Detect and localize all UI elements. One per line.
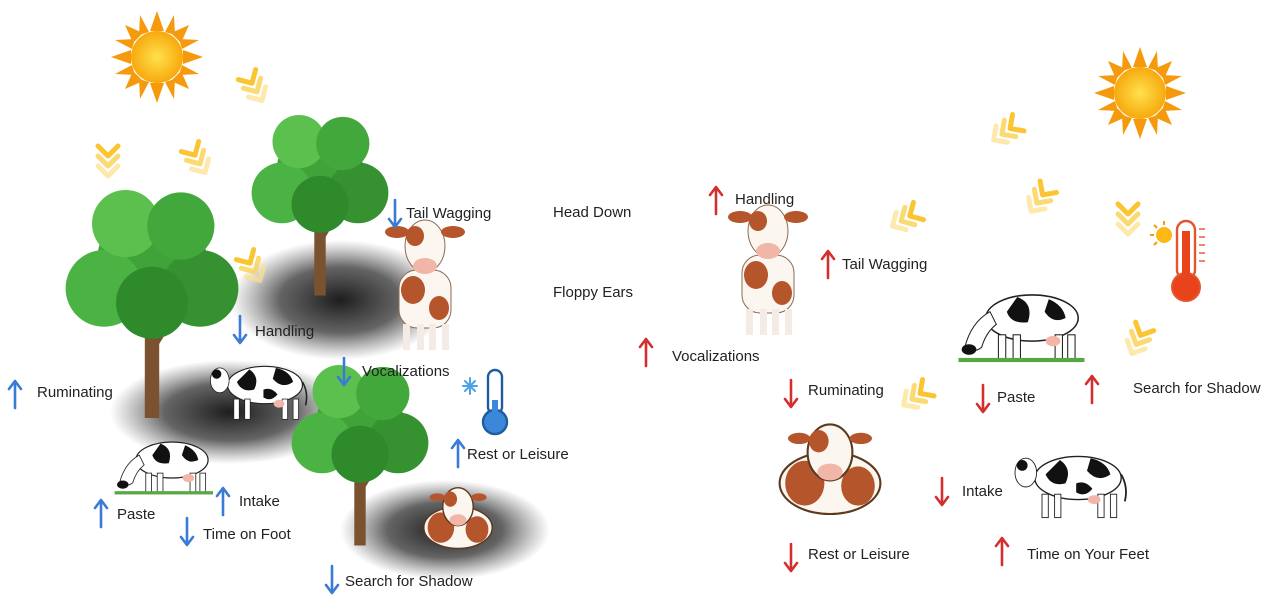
- sun-icon: [111, 11, 203, 103]
- arrow-up-icon: [638, 337, 654, 368]
- label-intake-right: Intake: [962, 483, 1003, 500]
- arrow-up-icon: [994, 536, 1010, 567]
- chevron-down-icon: [1123, 322, 1154, 358]
- label-paste-right: Paste: [997, 389, 1036, 406]
- arrow-down-icon: [387, 198, 403, 229]
- label-search-for-shadow-right: Search for Shadow: [1133, 380, 1261, 397]
- thermometer-snowflake-icon: [462, 368, 509, 436]
- chevron-down-icon: [238, 70, 270, 106]
- label-paste-left: Paste: [117, 506, 156, 523]
- label-time-on-foot-left: Time on Foot: [203, 526, 291, 543]
- cow-icon: [957, 294, 1086, 363]
- chevron-down-icon: [887, 202, 923, 234]
- label-rest-or-leisure-right: Rest or Leisure: [808, 546, 910, 563]
- chevron-down-icon: [98, 146, 118, 176]
- label-handling-left: Handling: [255, 323, 315, 340]
- label-search-for-shadow-left: Search for Shadow: [345, 573, 473, 590]
- sun-icon: [1094, 47, 1186, 139]
- arrow-up-icon: [215, 486, 231, 517]
- cow-icon: [778, 423, 882, 516]
- label-tail-wagging-right: Tail Wagging: [842, 256, 928, 273]
- label-handling-right: Handling: [735, 191, 795, 208]
- arrow-up-icon: [450, 438, 466, 469]
- arrow-up-icon: [820, 249, 836, 280]
- arrow-up-icon: [1084, 374, 1100, 405]
- arrow-down-icon: [179, 516, 195, 547]
- chevron-down-icon: [1023, 181, 1057, 217]
- arrow-down-icon: [934, 476, 950, 507]
- thermometer-sun-icon: [1150, 219, 1205, 302]
- cow-icon: [113, 441, 214, 496]
- label-head-down: Head Down: [553, 204, 632, 221]
- arrow-down-icon: [783, 542, 799, 573]
- label-ruminating-left: Ruminating: [37, 384, 113, 401]
- arrow-down-icon: [783, 378, 799, 409]
- label-ruminating-right: Ruminating: [808, 382, 884, 399]
- label-floppy-ears: Floppy Ears: [553, 284, 634, 301]
- chevron-down-icon: [181, 142, 213, 178]
- arrow-up-icon: [708, 185, 724, 216]
- chevron-down-icon: [1118, 204, 1138, 234]
- cow-icon: [1014, 455, 1127, 519]
- label-time-on-your-feet-right: Time on Your Feet: [1027, 546, 1150, 563]
- cow-icon: [423, 486, 493, 550]
- chevron-down-icon: [988, 115, 1024, 149]
- arrow-up-icon: [7, 379, 23, 410]
- arrow-up-icon: [93, 498, 109, 529]
- chevron-down-icon: [898, 380, 934, 414]
- label-tail-wagging-left: Tail Wagging: [406, 205, 492, 222]
- label-intake-left: Intake: [239, 493, 280, 510]
- label-vocalizations-left: Vocalizations: [362, 363, 450, 380]
- cow-icon: [727, 204, 809, 336]
- arrow-down-icon: [324, 564, 340, 595]
- label-rest-or-leisure-left: Rest or Leisure: [467, 446, 569, 463]
- tree-shadow-top: [230, 240, 450, 360]
- label-vocalizations-right: Vocalizations: [672, 348, 760, 365]
- arrow-down-icon: [975, 383, 991, 414]
